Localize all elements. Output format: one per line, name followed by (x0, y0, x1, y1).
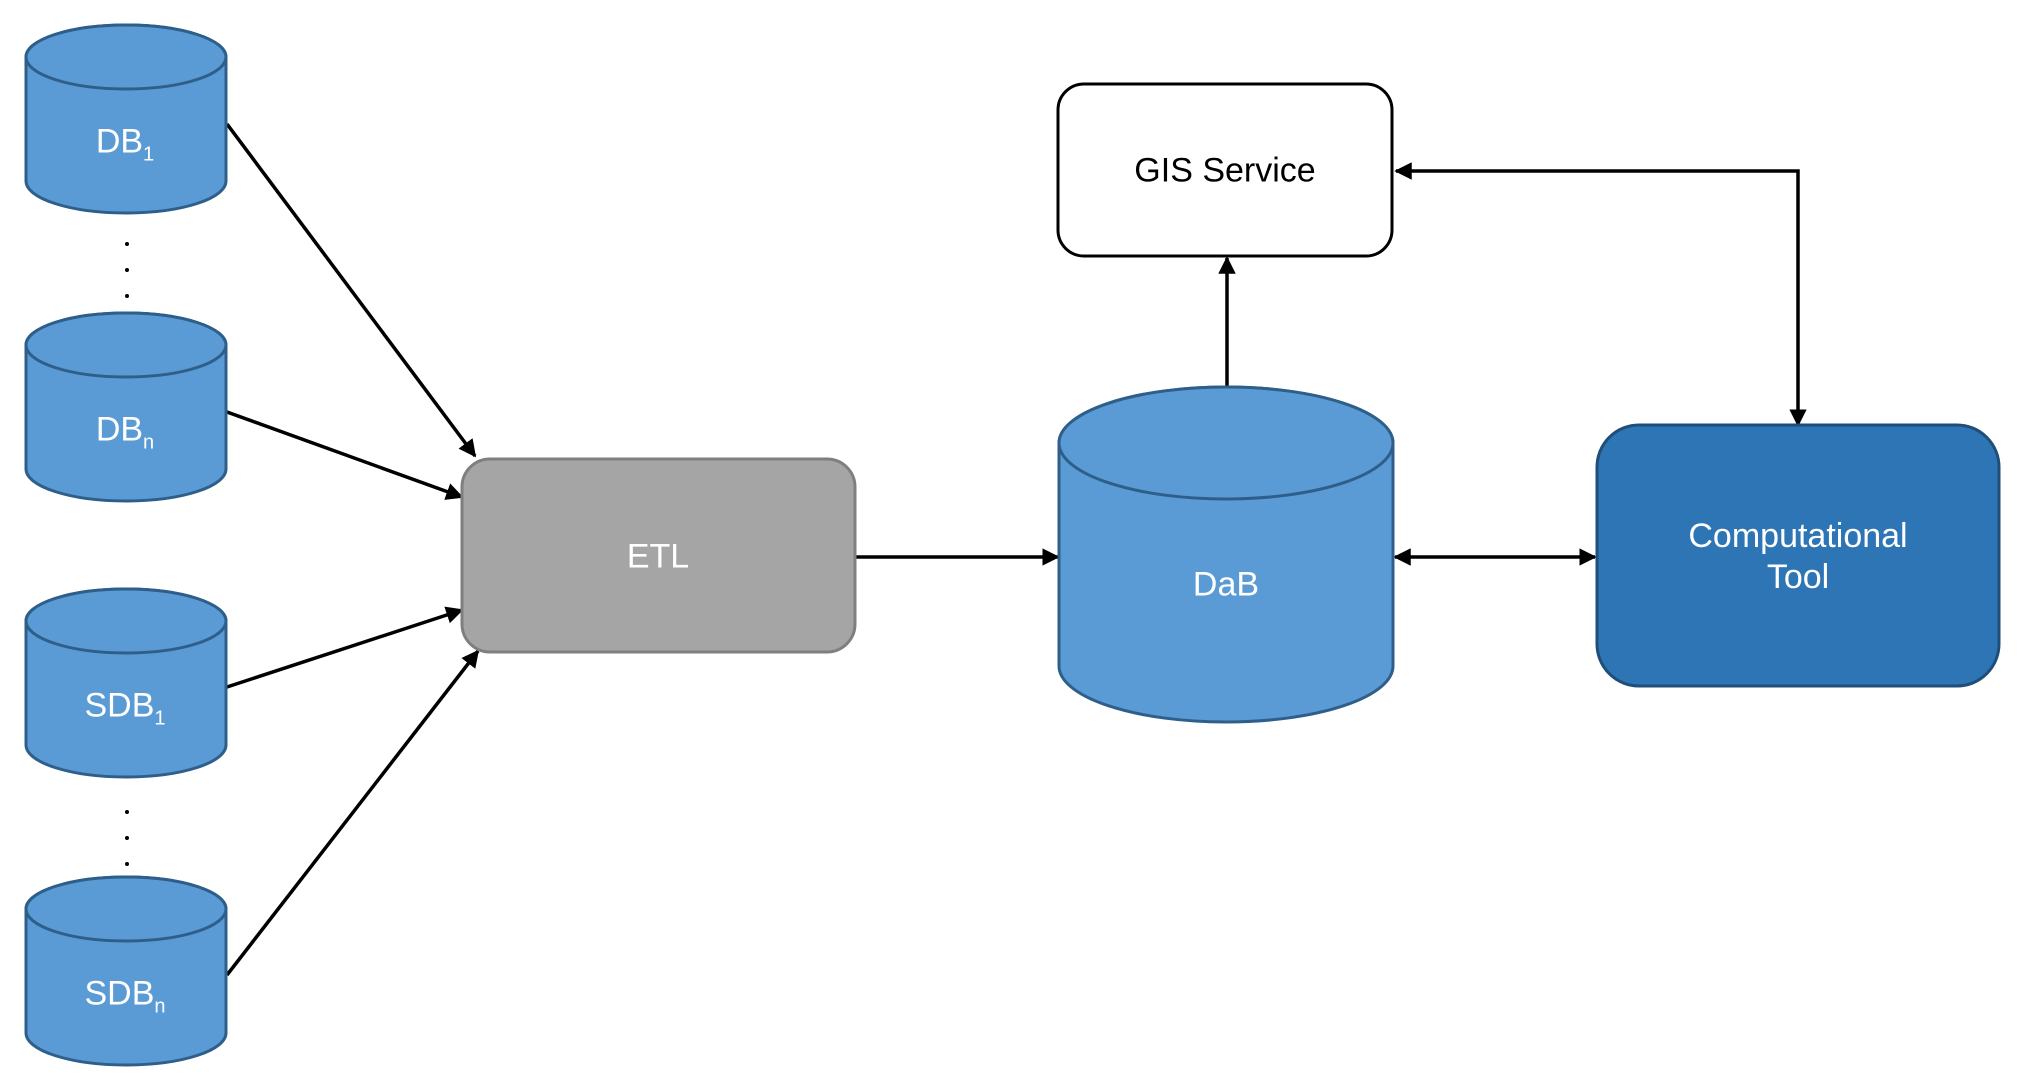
gis-service-box (1056, 82, 1394, 258)
dot (125, 268, 129, 272)
dbn-label-sub: n (143, 431, 155, 454)
database-db1-cylinder (24, 23, 228, 215)
arrow-sdbn-to-etl (225, 649, 480, 977)
ellipsis-dots-db (123, 242, 131, 298)
cylinder-top (24, 587, 228, 655)
sdb1-label-main: SDB (84, 686, 155, 725)
database-sdb1-cylinder (24, 587, 228, 779)
dab-label: DaB (1192, 565, 1260, 604)
dab-database-cylinder (1057, 385, 1395, 724)
etl-box (460, 457, 857, 654)
gis-service-label: GIS Service (1134, 151, 1316, 190)
dot (125, 242, 129, 246)
computational-tool-label: Computational Tool (1688, 516, 1907, 598)
cylinder-top (24, 875, 228, 943)
dot (125, 810, 129, 814)
dot (125, 862, 129, 866)
db1-label-main: DB (95, 122, 144, 161)
ellipsis-dots-sdb (123, 810, 131, 866)
db1-label-sub: 1 (143, 143, 155, 166)
computational-tool-label-line1: Computational (1688, 517, 1908, 556)
database-dbn-cylinder (24, 311, 228, 503)
etl-label: ETL (626, 537, 690, 576)
sdb1-label: SDB1 (84, 686, 166, 730)
sdbn-label-main: SDB (84, 974, 155, 1013)
arrow-sdb1-to-etl (226, 606, 464, 689)
arrow-db1-to-etl (225, 122, 477, 458)
cylinder-top (24, 311, 228, 379)
arrow-gis-tool-bidirectional (1394, 162, 1807, 427)
database-sdbn-cylinder (24, 875, 228, 1067)
db1-label: DB1 (95, 122, 155, 166)
dot (125, 294, 129, 298)
sdb1-label-sub: 1 (154, 707, 166, 730)
cylinder-top (24, 23, 228, 91)
dbn-label-main: DB (95, 410, 144, 449)
sdbn-label: SDBn (84, 974, 166, 1018)
dot (125, 836, 129, 840)
connectors (225, 122, 1807, 977)
computational-tool-label-line2: Tool (1766, 558, 1830, 596)
dbn-label: DBn (95, 410, 155, 454)
sdbn-label-sub: n (154, 995, 166, 1018)
computational-tool-box (1595, 423, 2001, 688)
arrow-dbn-to-etl (226, 410, 464, 500)
cylinder-top (1057, 385, 1395, 501)
